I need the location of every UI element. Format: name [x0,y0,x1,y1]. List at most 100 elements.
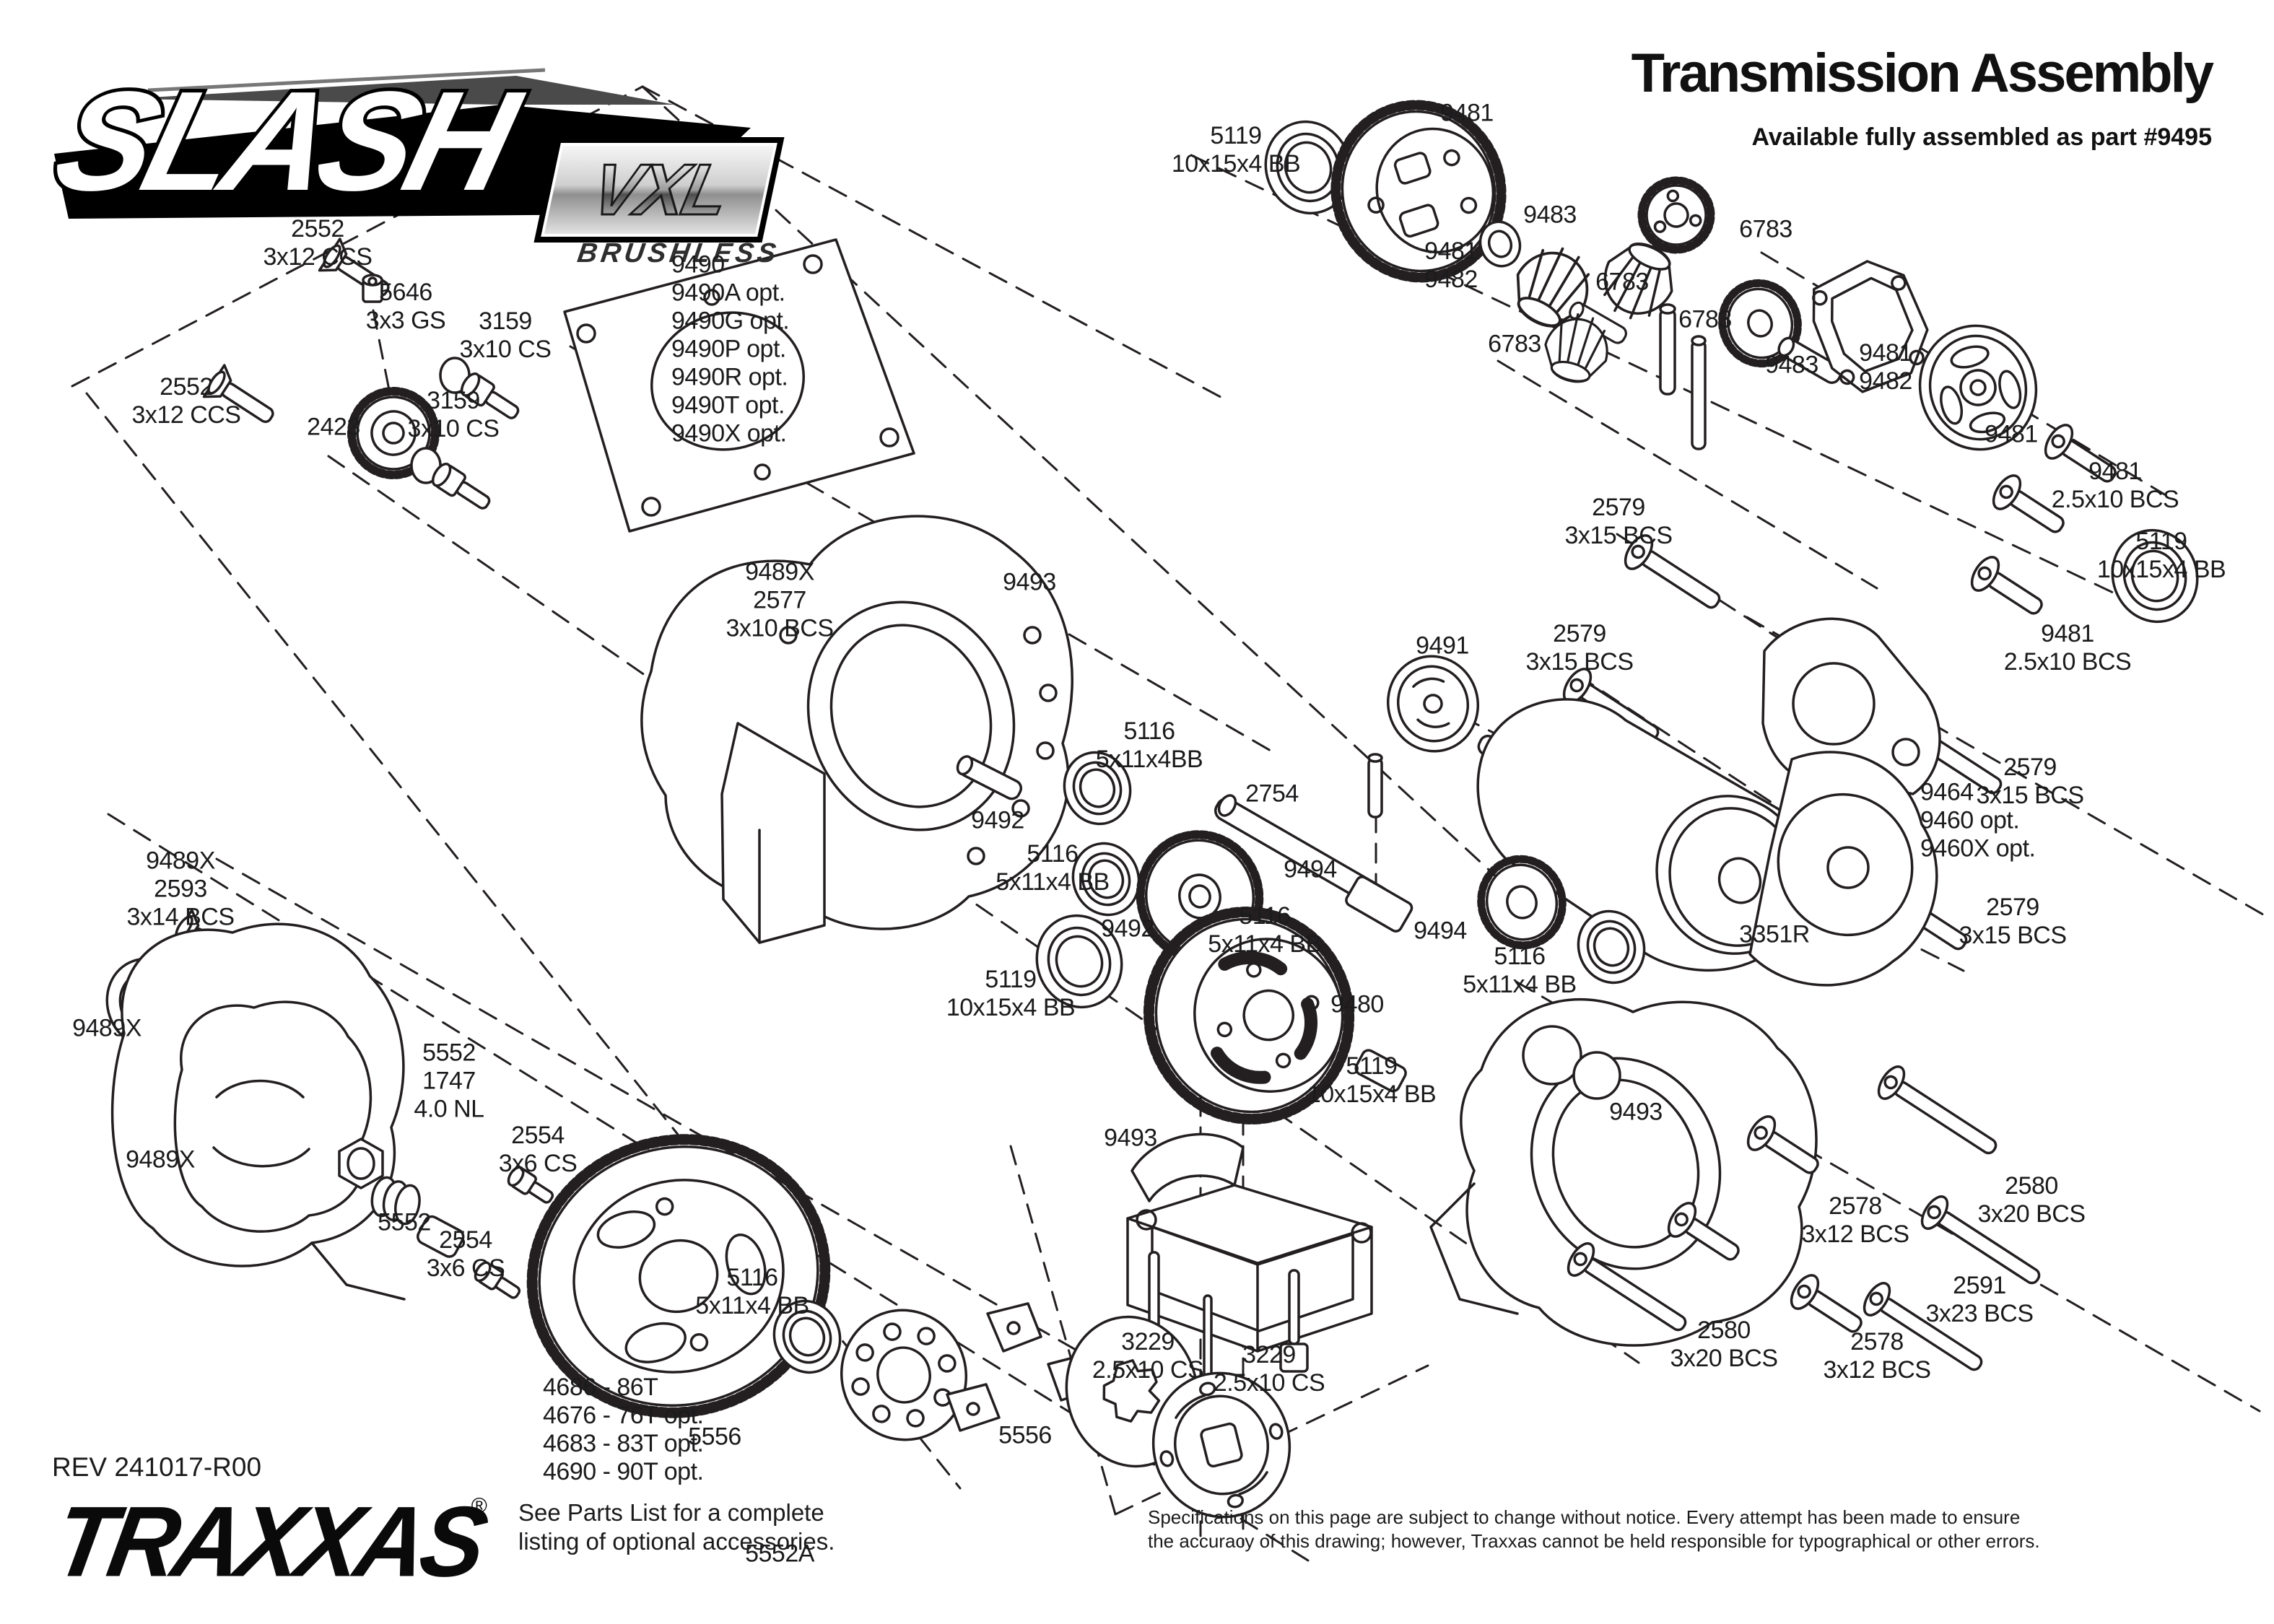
traxxas-logo-text: TRAXXAS [46,1485,492,1597]
gearbox-housing-center [640,515,1073,944]
slash-vxl-logo: SLASH VXL BRUSHLESS [38,22,785,269]
registered-mark: ® [471,1494,487,1518]
part-label: 9481 [1440,99,1494,127]
part-label: 9493 [1104,1124,1157,1152]
part-label: 2423 [307,413,360,441]
part-label: 9483 [1765,351,1818,379]
part-label: 9491 [1416,632,1469,660]
page-subtitle: Available fully assembled as part #9495 [1751,123,2212,151]
part-label: 6783 [1739,215,1792,243]
part-label: 9493 [1609,1098,1663,1126]
part-label: 3351R [1739,920,1810,948]
parts-note-line2: listing of optional accessories. [518,1528,835,1555]
top-differential-group [1251,100,2212,635]
input-plate-group [201,236,915,533]
motor-cover-plate [1748,751,1938,987]
pinion-gear-2423 [347,387,440,479]
part-label: 9494 [1413,917,1467,945]
part-label: 9493 [1003,568,1056,596]
part-label: 5552A [745,1540,814,1568]
part-label: 9489X [72,1014,141,1042]
part-label: 9492 [971,806,1024,834]
part-label: 9494 [1284,855,1337,883]
part-label: 2754 [1245,780,1299,808]
bottom-case-9493 [1126,1184,1373,1353]
slipper-pressure-plate-9491 [1386,655,1480,753]
diff-gasket-9482 [1812,260,1929,393]
parts-note-line1: See Parts List for a complete [518,1499,824,1526]
part-label: 9480 [1330,990,1384,1018]
traxxas-logo: TRAXXAS® [46,1486,491,1599]
revision-number: REV 241017-R00 [52,1452,262,1482]
gear-cover-9489X [110,922,406,1301]
part-label: 6783 [1595,268,1649,296]
part-label: 5556 [688,1423,741,1451]
part-label: 6783 [1488,330,1541,358]
part-label: 9489X [126,1145,195,1174]
output-gear-9483 [1718,279,1802,368]
disclaimer: Specifications on this page are subject … [1148,1506,2040,1553]
motor-plate-9490 [563,238,915,533]
parts-list-note: See Parts List for a complete listing of… [518,1498,835,1556]
part-label: 6783 [1678,305,1732,333]
slipper-plate-5556 [840,1309,968,1441]
differential-group [1022,902,1593,1420]
page-title: Transmission Assembly [1631,43,2214,104]
logo-vxl-text: VXL [583,148,734,231]
diff-cover-9481 [1918,324,2038,451]
slipper-hub-5556 [1151,1371,1291,1519]
cover-spur-group [105,907,1291,1519]
gearbox-housing-right [1429,997,2049,1383]
part-label: 5552 [378,1208,431,1236]
motor-group [1386,529,2011,987]
header: Transmission Assembly Available fully as… [1631,42,2214,152]
part-label: 5556 [998,1421,1052,1449]
spider-gear-6783 [1637,176,1715,254]
logo-slash-text: SLASH [38,58,528,224]
part-label: 9483 [1523,201,1577,229]
spur-gear-4686 [526,1134,831,1418]
logo-vxl-box: VXL [533,137,785,243]
differential-9480 [1143,907,1355,1125]
slipper-gear-9494 [1477,855,1567,950]
disclaimer-line1: Specifications on this page are subject … [1148,1506,2021,1528]
case-saddle [1131,1132,1245,1202]
